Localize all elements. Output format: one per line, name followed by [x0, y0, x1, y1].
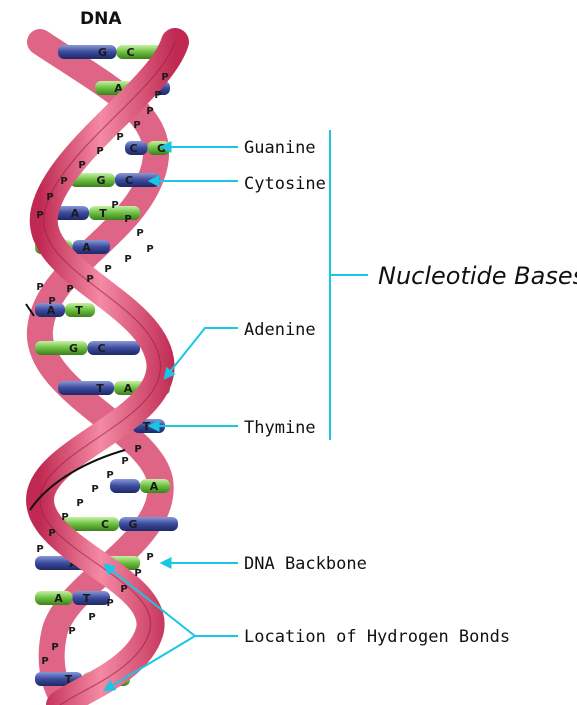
phosphate-letter: P — [36, 544, 43, 555]
phosphate-letter: P — [86, 274, 93, 285]
phosphate-letter: P — [134, 444, 141, 455]
base-left-segment — [110, 479, 140, 493]
base-letter-right: G — [128, 518, 137, 531]
base-letter-left: A — [54, 592, 63, 605]
adenine-label: Adenine — [244, 320, 316, 340]
base-letter-left: G — [96, 174, 105, 187]
base-letter-left: G — [69, 342, 78, 355]
base-letter-right: T — [143, 420, 151, 433]
phosphate-letter: P — [36, 282, 43, 293]
phosphate-letter: P — [78, 160, 85, 171]
phosphate-letter: P — [76, 498, 83, 509]
hydrogen-bonds-label: Location of Hydrogen Bonds — [244, 627, 510, 647]
base-letter-left: G — [98, 46, 107, 59]
nucleotide-bases-label: Nucleotide Bases — [378, 262, 577, 290]
adenine-pointer — [165, 328, 238, 378]
phosphate-letter: P — [48, 528, 55, 539]
thymine-label: Thymine — [244, 418, 316, 438]
phosphate-letter: P — [121, 456, 128, 467]
base-left-segment — [35, 341, 88, 355]
base-letter-right: A — [82, 241, 91, 254]
phosphate-letter: P — [41, 656, 48, 667]
phosphate-letter: P — [146, 244, 153, 255]
phosphate-letter: P — [96, 146, 103, 157]
base-letter-right: T — [99, 207, 107, 220]
phosphate-letter: P — [133, 120, 140, 131]
base-left-segment — [58, 381, 114, 395]
nucleotide-bases-bracket — [330, 130, 368, 440]
base-letter-left: A — [71, 207, 80, 220]
phosphate-letter: P — [154, 90, 161, 101]
base-letter-left: C — [129, 142, 137, 155]
base-letter-right: C — [126, 46, 134, 59]
phosphate-letter: P — [146, 106, 153, 117]
base-letter-right: A — [124, 382, 133, 395]
phosphate-letter: P — [48, 296, 55, 307]
phosphate-letter: P — [106, 470, 113, 481]
phosphate-letter: P — [116, 132, 123, 143]
base-right-segment — [88, 341, 141, 355]
base-letter-right: T — [75, 304, 83, 317]
phosphate-letter: P — [120, 584, 127, 595]
phosphate-letter: P — [36, 210, 43, 221]
phosphate-letter: P — [104, 264, 111, 275]
base-letter-right: G — [157, 142, 166, 155]
phosphate-letter: P — [88, 612, 95, 623]
base-letter-left: C — [101, 518, 109, 531]
phosphate-letter: P — [91, 484, 98, 495]
cytosine-label: Cytosine — [244, 174, 326, 194]
phosphate-letter: P — [60, 176, 67, 187]
phosphate-letter: P — [161, 72, 168, 83]
phosphate-letter: P — [61, 512, 68, 523]
phosphate-letter: P — [136, 228, 143, 239]
phosphate-letter: P — [66, 284, 73, 295]
base-right-segment — [73, 591, 111, 605]
base-right-segment — [73, 240, 111, 254]
phosphate-letter: P — [111, 200, 118, 211]
base-pair-rung: A — [110, 479, 170, 493]
phosphate-letter: P — [106, 598, 113, 609]
phosphate-letter: P — [124, 214, 131, 225]
guanine-label: Guanine — [244, 138, 316, 158]
base-left-segment — [58, 45, 117, 59]
phosphate-letter: P — [51, 642, 58, 653]
phosphate-letter: P — [46, 192, 53, 203]
phosphate-letter: P — [124, 254, 131, 265]
diagram-title: DNA — [80, 9, 122, 29]
phosphate-letter: P — [134, 568, 141, 579]
base-letter-left: T — [96, 382, 104, 395]
base-letter-right: C — [97, 342, 105, 355]
dna-backbone-label: DNA Backbone — [244, 554, 367, 574]
base-letter-right: A — [150, 480, 159, 493]
phosphate-letter: P — [68, 626, 75, 637]
base-letter-right: T — [83, 592, 91, 605]
base-letter-right: C — [125, 174, 133, 187]
phosphate-letter: P — [146, 552, 153, 563]
